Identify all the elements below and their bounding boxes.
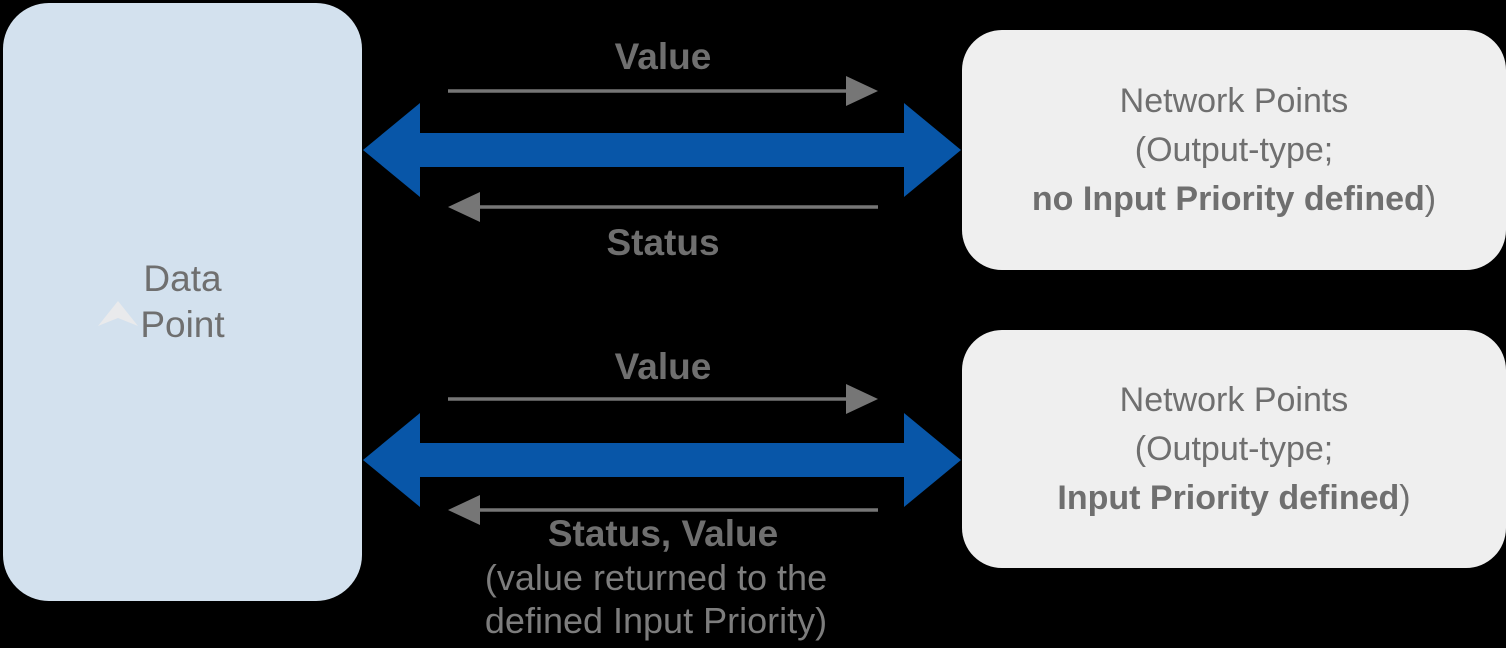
network-box-line2: (Output-type; <box>1134 130 1334 169</box>
bottom-reverse-arrow-label: Status, Value <box>547 513 779 554</box>
bottom-bidirectional-arrow-icon <box>363 413 961 507</box>
cursor-icon <box>98 301 138 326</box>
bottom-reverse-arrow-note-line2: defined Input Priority) <box>484 600 828 641</box>
network-box-line3: no Input Priority defined) <box>1032 175 1436 224</box>
network-points-box-no-priority: Network Points (Output-type; no Input Pr… <box>962 30 1506 270</box>
top-reverse-arrow-icon <box>448 192 878 222</box>
network-box-line3: Input Priority defined) <box>1057 474 1410 523</box>
bottom-forward-arrow-label: Value <box>614 346 712 387</box>
top-reverse-arrow-label: Status <box>606 222 720 263</box>
network-box-line3-suffix: ) <box>1399 478 1411 517</box>
bottom-forward-arrow-icon <box>448 384 878 414</box>
top-forward-arrow-label: Value <box>614 36 712 77</box>
top-forward-arrow-icon <box>448 76 878 106</box>
network-box-line3-bold: no Input Priority defined <box>1031 179 1425 218</box>
network-box-line3-suffix: ) <box>1424 179 1437 218</box>
top-bidirectional-arrow-icon <box>363 103 961 197</box>
bottom-reverse-arrow-note-line1: (value returned to the <box>484 557 828 598</box>
network-points-box-priority-defined: Network Points (Output-type; Input Prior… <box>962 330 1506 568</box>
network-box-line3-bold: Input Priority defined <box>1057 478 1400 517</box>
network-box-line1: Network Points <box>1119 81 1349 120</box>
network-box-line1: Network Points <box>1119 380 1349 419</box>
data-point-label-line2: Point <box>140 304 225 345</box>
bottom-reverse-arrow-icon <box>448 495 878 525</box>
network-box-line2: (Output-type; <box>1134 429 1334 468</box>
data-point-box: Data Point <box>3 3 362 601</box>
data-point-label-line1: Data <box>143 258 222 299</box>
